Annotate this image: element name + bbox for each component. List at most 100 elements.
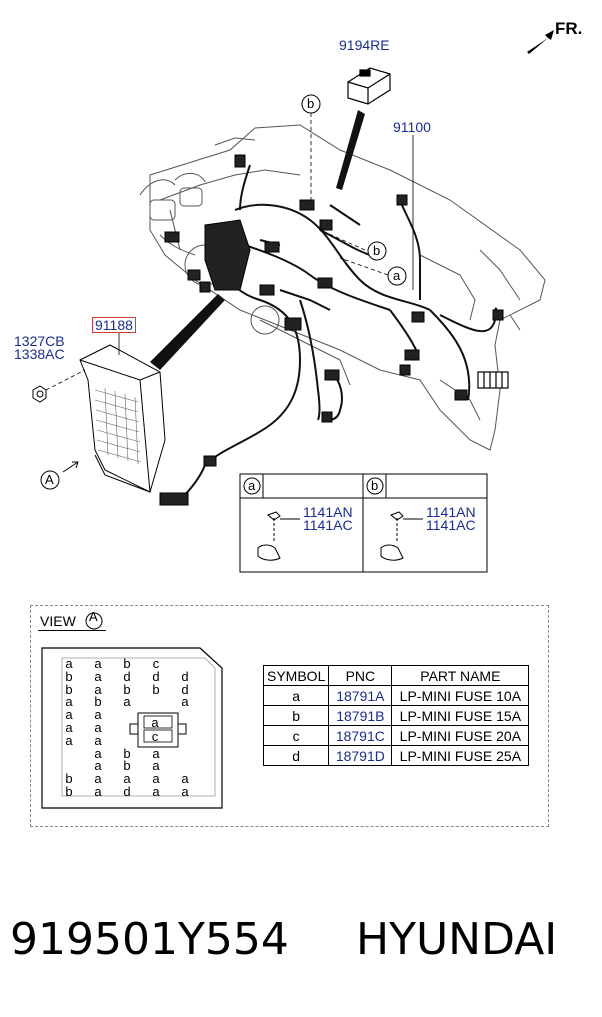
fuse-slot: d xyxy=(123,668,131,684)
relay-part-number[interactable]: 9194RE xyxy=(339,37,390,53)
fuse-slot: a xyxy=(123,771,131,787)
fuse-slot: b xyxy=(152,681,160,697)
harness-diagram xyxy=(32,30,554,573)
callout-b-mid xyxy=(367,241,387,261)
view-title: VIEW xyxy=(40,613,76,629)
view-letter-circle xyxy=(85,612,103,630)
fuse-slot: b xyxy=(65,681,73,697)
fuse-slot: a xyxy=(152,758,160,774)
symbol-header: SYMBOL xyxy=(262,665,330,686)
part-name-cell: LP-MINI FUSE 10A xyxy=(391,685,530,706)
detail-a-letter: a xyxy=(248,478,256,493)
fuse-box-icon xyxy=(79,344,166,493)
callout-b-mid-letter: b xyxy=(373,243,381,258)
fuse-slot: a xyxy=(181,694,189,710)
relay-leader xyxy=(336,110,365,190)
view-underline xyxy=(38,630,106,631)
fuse-slot: a xyxy=(94,771,102,787)
fusebox-leader xyxy=(150,294,225,370)
callout-b-top xyxy=(301,94,321,114)
callout-view-a-letter: A xyxy=(45,472,54,487)
fuse-slot: b xyxy=(94,694,102,710)
fuse-slot: a xyxy=(65,707,73,723)
fuse-slot: a xyxy=(152,771,160,787)
detail-a-part-1[interactable]: 1141AN xyxy=(303,504,353,520)
fuse-layout-outline xyxy=(41,647,223,809)
fuse-slot: a xyxy=(94,707,102,723)
fuse-slot: b xyxy=(65,668,73,684)
fuse-box-part-number[interactable]: 91188 xyxy=(92,317,136,333)
fuse-slot: a xyxy=(94,668,102,684)
fuse-slot: a xyxy=(94,656,102,671)
fuse-slot: d xyxy=(181,668,189,684)
fuse-slot: a xyxy=(94,720,102,735)
table-header-row: SYMBOL PNC PART NAME xyxy=(262,665,530,686)
fuse-slot: b xyxy=(65,784,73,799)
fuse-slot: a xyxy=(181,771,189,787)
pnc-cell[interactable]: 18791A xyxy=(328,685,393,706)
part-name-cell: LP-MINI FUSE 25A xyxy=(391,745,530,766)
pnc-cell[interactable]: 18791B xyxy=(328,705,393,726)
detail-b-part-2[interactable]: 1141AC xyxy=(426,517,476,533)
pnc-cell[interactable]: 18791C xyxy=(328,725,393,746)
symbol-cell: b xyxy=(262,705,330,726)
fuse-slot: a xyxy=(94,732,102,748)
bolt-icon xyxy=(380,511,423,561)
fuse-slot: c xyxy=(152,656,160,671)
part-number-footer: 919501Y554 xyxy=(10,914,289,965)
junction-cluster xyxy=(159,154,504,506)
part-name-header: PART NAME xyxy=(391,665,530,686)
detail-b-part-1[interactable]: 1141AN xyxy=(426,504,476,520)
fuse-slot: b xyxy=(123,745,131,761)
fuse-slot: a xyxy=(65,732,73,748)
fuse-slot: a xyxy=(152,745,160,761)
relay-icon xyxy=(347,67,391,105)
front-direction-label: FR. xyxy=(555,19,583,38)
detail-b-letter: b xyxy=(371,478,379,493)
relay-slot-c: c xyxy=(151,729,159,744)
view-letter: A xyxy=(89,609,98,624)
callout-b-top-letter: b xyxy=(307,96,315,111)
harness-part-number[interactable]: 91100 xyxy=(393,119,431,135)
pnc-header: PNC xyxy=(328,665,393,686)
fuse-slot: b xyxy=(123,656,131,671)
callout-a xyxy=(387,266,407,286)
fuse-slot: b xyxy=(123,681,131,697)
fuse-slot: a xyxy=(94,681,102,697)
fuse-slot: a xyxy=(94,784,102,799)
brand-footer: HYUNDAI xyxy=(356,914,558,965)
symbol-cell: d xyxy=(262,745,330,766)
fuse-slot: d xyxy=(123,784,131,799)
pnc-cell[interactable]: 18791D xyxy=(328,745,393,766)
table-row: d 18791D LP-MINI FUSE 25A xyxy=(262,745,530,766)
callout-view-a xyxy=(40,461,79,490)
fuse-slot: a xyxy=(94,745,102,761)
part-name-cell: LP-MINI FUSE 20A xyxy=(391,725,530,746)
fuse-slot: a xyxy=(65,694,73,710)
callout-a-letter: a xyxy=(393,268,401,283)
fuse-slot: a xyxy=(123,694,131,710)
bolt-icon xyxy=(257,511,300,561)
front-arrow-icon xyxy=(527,30,554,54)
nut-part-number-1[interactable]: 1327CB xyxy=(14,333,65,349)
fuse-slot: a xyxy=(181,784,189,799)
fuse-parts-table: SYMBOL PNC PART NAME a 18791A LP-MINI FU… xyxy=(262,665,530,766)
view-a-panel xyxy=(30,605,549,827)
nut-icon xyxy=(32,385,47,403)
fuse-slot: b xyxy=(65,771,73,787)
relay-slot-a: a xyxy=(151,715,159,730)
fuse-slot: b xyxy=(123,758,131,774)
part-name-cell: LP-MINI FUSE 15A xyxy=(391,705,530,726)
right-connector-block xyxy=(477,371,509,389)
nut-part-number-2[interactable]: 1338AC xyxy=(14,346,65,362)
symbol-cell: a xyxy=(262,685,330,706)
fuse-slot: a xyxy=(94,758,102,774)
fuse-slot: a xyxy=(152,784,160,799)
fuse-slot: a xyxy=(65,656,73,671)
detail-a-part-2[interactable]: 1141AC xyxy=(303,517,353,533)
symbol-cell: c xyxy=(262,725,330,746)
fuse-slot: d xyxy=(181,681,189,697)
detail-letter-circles xyxy=(243,477,384,495)
wiring-harness xyxy=(179,164,498,501)
